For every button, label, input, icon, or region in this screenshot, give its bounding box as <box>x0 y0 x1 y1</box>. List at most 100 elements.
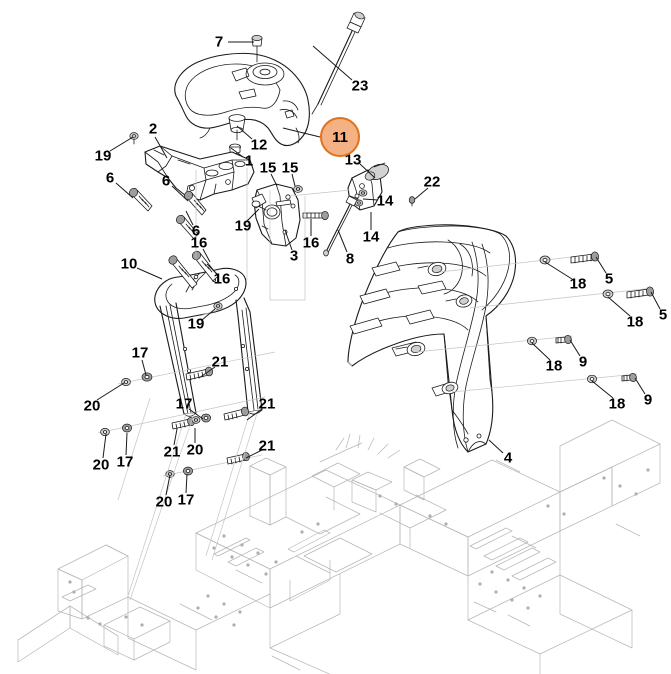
callout-label-1[interactable]: 1 <box>244 152 254 170</box>
leader-line-13 <box>359 163 376 179</box>
callout-label-18[interactable]: 18 <box>569 275 587 293</box>
leader-line-18 <box>591 380 614 399</box>
washer-15-b <box>293 185 303 193</box>
callout-leader-lines <box>96 41 661 496</box>
callout-label-16[interactable]: 16 <box>190 234 208 252</box>
callout-label-17[interactable]: 17 <box>131 344 149 362</box>
callout-label-5[interactable]: 5 <box>658 306 668 324</box>
nut-17-a <box>141 372 153 382</box>
leader-line-19 <box>109 136 134 152</box>
screw-16-c <box>302 210 329 221</box>
washer-14-a <box>358 189 368 197</box>
callout-label-18[interactable]: 18 <box>608 395 626 413</box>
callout-label-7[interactable]: 7 <box>214 33 224 51</box>
leader-line-22 <box>414 187 429 200</box>
leader-line-17 <box>125 432 128 456</box>
bolt-21-b <box>171 416 195 430</box>
callout-label-10[interactable]: 10 <box>120 255 138 273</box>
callout-label-17[interactable]: 17 <box>116 453 134 471</box>
screw-16-b <box>168 255 198 289</box>
callout-label-19[interactable]: 19 <box>234 217 252 235</box>
leader-line-16 <box>206 263 219 276</box>
leader-line-18 <box>531 342 551 361</box>
callout-label-9[interactable]: 9 <box>578 353 588 371</box>
callout-label-21[interactable]: 21 <box>258 395 276 413</box>
chassis-frame <box>17 419 661 674</box>
callout-label-9[interactable]: 9 <box>643 391 653 409</box>
callout-label-12[interactable]: 12 <box>250 136 268 154</box>
bolt-9-a <box>555 334 572 345</box>
callout-label-2[interactable]: 2 <box>148 120 158 138</box>
callout-label-21[interactable]: 21 <box>258 437 276 455</box>
callout-label-20[interactable]: 20 <box>155 493 173 511</box>
leader-line-6 <box>171 185 189 202</box>
washer-18-d <box>587 374 597 384</box>
handlebar-fasteners <box>97 351 276 478</box>
alignment-lines <box>117 168 353 601</box>
fuel-tank <box>174 35 310 154</box>
leader-line-21 <box>246 408 263 421</box>
leader-line-9 <box>569 339 581 357</box>
callout-label-14[interactable]: 14 <box>362 228 380 246</box>
callout-label-22[interactable]: 22 <box>423 173 441 191</box>
callout-label-6[interactable]: 6 <box>191 222 201 240</box>
screw-6-c <box>175 214 199 240</box>
leader-line-6 <box>185 210 194 226</box>
mount-boss-c <box>395 341 426 357</box>
callout-label-16[interactable]: 16 <box>213 270 231 288</box>
nut-17-b <box>122 423 132 433</box>
callout-label-5[interactable]: 5 <box>604 270 614 288</box>
leader-line-9 <box>634 377 646 395</box>
leader-line-17 <box>185 473 188 494</box>
leader-line-16 <box>202 248 211 263</box>
leader-line-14 <box>362 198 379 201</box>
leader-line-1 <box>230 147 244 158</box>
callout-label-20[interactable]: 20 <box>92 456 110 474</box>
highlighted-part-11-badge[interactable]: 11 <box>320 117 360 157</box>
support-bracket-2 <box>128 132 303 240</box>
callout-label-18[interactable]: 18 <box>626 313 644 331</box>
mount-boss-a <box>417 261 447 277</box>
nut-17-d <box>183 466 193 476</box>
bolt-21-a <box>185 366 213 381</box>
callout-label-14[interactable]: 14 <box>376 192 394 210</box>
washer-18-b <box>602 289 614 299</box>
callout-label-4[interactable]: 4 <box>503 449 513 467</box>
dipstick-rod-23 <box>311 11 366 115</box>
callout-label-20[interactable]: 20 <box>83 397 101 415</box>
callout-label-6[interactable]: 6 <box>161 172 171 190</box>
leader-line-20 <box>165 474 171 496</box>
callout-label-17[interactable]: 17 <box>175 395 193 413</box>
callout-label-8[interactable]: 8 <box>345 250 355 268</box>
washer-14-b <box>354 199 364 207</box>
leader-line-17 <box>188 408 204 420</box>
bolt-5-a <box>570 251 599 264</box>
leader-line-23 <box>312 45 353 81</box>
callout-label-17[interactable]: 17 <box>177 491 195 509</box>
callout-label-19[interactable]: 19 <box>94 147 112 165</box>
callout-label-16[interactable]: 16 <box>302 234 320 252</box>
callout-label-3[interactable]: 3 <box>289 247 299 265</box>
callout-label-23[interactable]: 23 <box>351 77 369 95</box>
callout-label-20[interactable]: 20 <box>186 441 204 459</box>
leader-line-21 <box>245 449 263 459</box>
callout-label-6[interactable]: 6 <box>105 169 115 187</box>
washer-18-c <box>527 336 537 346</box>
leader-line-12 <box>236 125 253 140</box>
callout-label-15[interactable]: 15 <box>259 159 277 177</box>
callout-label-15[interactable]: 15 <box>281 159 299 177</box>
leader-line-21 <box>198 366 216 379</box>
leader-line-19 <box>201 308 216 321</box>
callout-label-13[interactable]: 13 <box>344 151 362 169</box>
callout-label-21[interactable]: 21 <box>163 443 181 461</box>
leader-line-18 <box>607 296 631 317</box>
callout-label-21[interactable]: 21 <box>211 353 229 371</box>
leader-line-18 <box>544 261 573 280</box>
leader-line-19 <box>246 208 260 222</box>
callout-label-19[interactable]: 19 <box>187 315 205 333</box>
leader-line-15 <box>291 173 296 187</box>
leader-line-6 <box>115 182 134 199</box>
leader-line-20 <box>96 382 125 401</box>
callout-label-18[interactable]: 18 <box>545 357 563 375</box>
